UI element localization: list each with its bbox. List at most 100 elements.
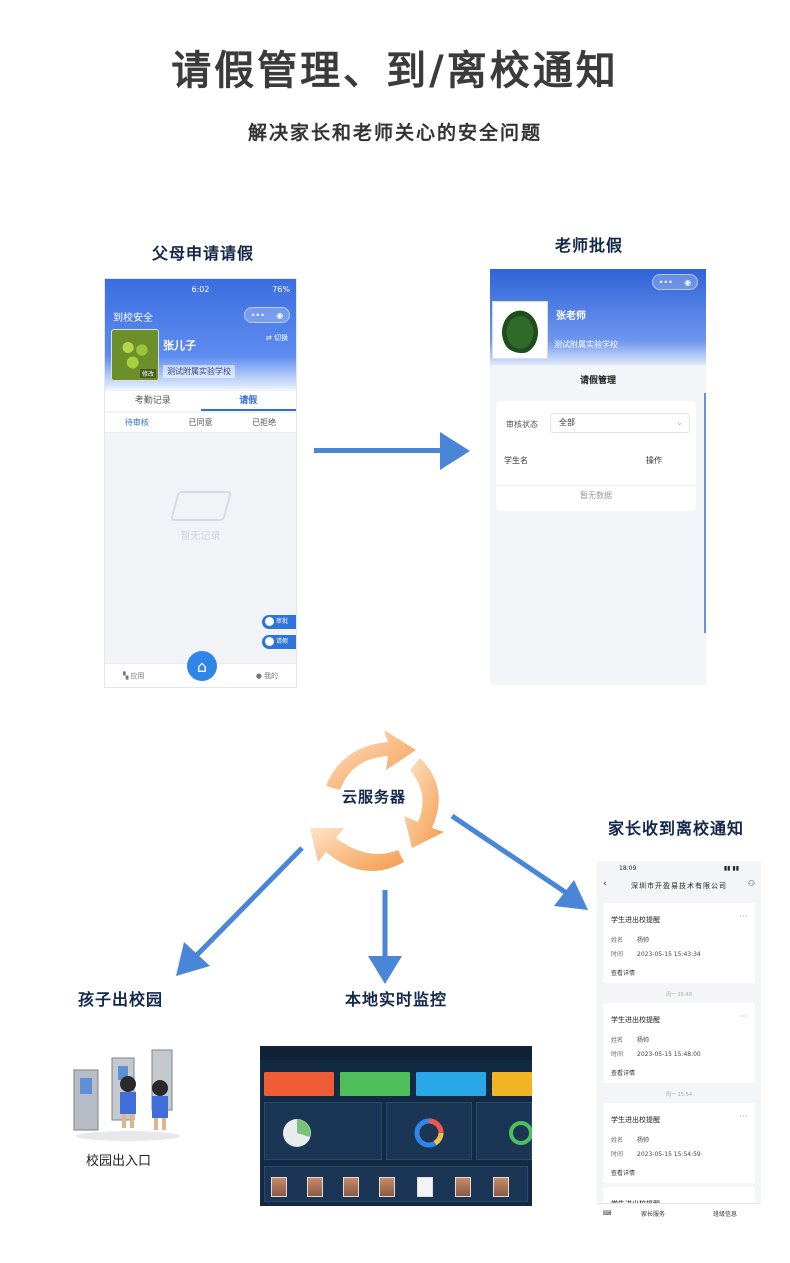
nav-mine[interactable]: ●我的 — [255, 671, 278, 680]
teacher-app-header: ••• ◉ 张老师 测试附属实验学校 — [490, 269, 706, 365]
student-avatar[interactable]: 修改 — [111, 329, 159, 381]
leaf-image — [499, 307, 541, 353]
chevron-down-icon: ⌄ — [676, 418, 683, 427]
time-separator: 周一 15:48 — [666, 992, 692, 998]
gate-label: 校园出入口 — [86, 1154, 152, 1169]
close-circle-icon[interactable]: ◉ — [276, 310, 284, 320]
pie-chart-icon — [283, 1119, 311, 1147]
filter-label: 审核状态 — [506, 420, 538, 429]
label-teacher-approve: 老师批假 — [555, 236, 624, 255]
label-parent-notified: 家长收到离校通知 — [608, 819, 745, 838]
arrow-to-teacher-head — [440, 432, 470, 470]
dashboard-topbar — [260, 1046, 532, 1060]
more-icon[interactable]: ••• — [250, 310, 265, 320]
close-circle-icon[interactable]: ◉ — [684, 277, 692, 287]
avatar-edit-tag[interactable]: 修改 — [139, 369, 156, 378]
status-time: 18:09 — [619, 865, 637, 872]
keyboard-icon[interactable]: ⌨ — [602, 1210, 612, 1217]
dashboard-face-captures — [264, 1166, 528, 1202]
mini-program-capsule[interactable]: ••• ◉ — [652, 274, 698, 290]
teacher-school: 测试附属实验学校 — [554, 340, 618, 349]
empty-text: 暂无记录 — [180, 531, 221, 542]
face-thumbnail — [455, 1177, 471, 1197]
face-thumbnail — [271, 1177, 287, 1197]
menu-parent-service[interactable]: 家长服务 — [640, 1211, 665, 1218]
main-tabs: 考勤记录 请假 — [105, 391, 296, 411]
user-icon — [265, 637, 274, 646]
status-bar: 18:09 ▮▮ ▮▮ — [597, 861, 761, 875]
time-separator: 周一 15:54 — [666, 1092, 692, 1098]
column-student: 学生名 — [504, 456, 528, 465]
leave-management-title: 请假管理 — [579, 376, 616, 386]
more-icon[interactable]: ··· — [739, 912, 747, 921]
face-thumbnail — [417, 1177, 433, 1197]
no-data-text: 暂无数据 — [496, 485, 696, 501]
subtab-rejected[interactable]: 已拒绝 — [252, 418, 277, 427]
approve-fab[interactable]: 审批 — [262, 615, 296, 629]
menu-class-info[interactable]: 班级信息 — [712, 1211, 737, 1218]
empty-state: 暂无记录 — [105, 491, 296, 542]
home-button[interactable]: ⌂ — [187, 651, 217, 681]
dashboard-tile-blue — [416, 1072, 486, 1096]
monitoring-dashboard — [260, 1046, 532, 1206]
label-child-leaves: 孩子出校园 — [78, 990, 164, 1009]
org-title: 深圳市开盈易技术有限公司 — [631, 882, 727, 890]
tab-attendance[interactable]: 考勤记录 — [134, 396, 171, 406]
back-chevron-icon[interactable]: ‹ — [603, 879, 607, 889]
view-details-link[interactable]: 查看详情 — [611, 1170, 636, 1177]
face-thumbnail — [307, 1177, 323, 1197]
page-title: 请假管理、到/离校通知 — [171, 48, 619, 94]
signal-icon: ▮▮ ▮▮ — [723, 865, 739, 872]
distribution-arrows — [176, 813, 588, 984]
status-select[interactable]: 全部⌄ — [550, 413, 690, 433]
cloud-cycle-arrows-icon — [310, 730, 444, 871]
dashboard-panel-donut — [386, 1102, 472, 1160]
status-battery: 76% — [272, 285, 290, 294]
bottom-menu: ⌨ 家长服务 班级信息 — [597, 1203, 761, 1223]
arrow-to-teacher-line — [314, 448, 442, 453]
face-thumbnail — [343, 1177, 359, 1197]
grid-icon: ▚ — [123, 671, 129, 680]
nav-apps[interactable]: ▚应用 — [123, 671, 145, 680]
dashboard-tile-red — [264, 1072, 334, 1096]
column-action: 操作 — [646, 456, 662, 465]
teacher-phone-screenshot: ••• ◉ 张老师 测试附属实验学校 请假管理 审核状态 全部⌄ 学生名 操作 暂… — [490, 269, 706, 685]
label-parent-apply: 父母申请请假 — [152, 244, 255, 263]
school-name: 测试附属实验学校 — [163, 365, 235, 378]
parent-phone-screenshot: 6:02 76% 到校安全 •••◉ 修改 张儿子 ⇄ 切换 测试附属实验学校 … — [104, 278, 297, 688]
dashboard-tile-yellow — [492, 1072, 532, 1096]
face-thumbnail — [493, 1177, 509, 1197]
more-icon[interactable]: ••• — [658, 277, 673, 287]
person-icon: ● — [255, 671, 262, 680]
donut-chart-icon — [414, 1118, 444, 1148]
notification-phone-screenshot: 18:09 ▮▮ ▮▮ ‹ 深圳市开盈易技术有限公司 ⚇ 学生进出校提醒 ···… — [597, 861, 761, 1223]
teacher-name: 张老师 — [556, 311, 586, 322]
cloud-server-label: 云服务器 — [342, 788, 407, 806]
leave-fab[interactable]: 请假 — [262, 635, 296, 649]
campus-gate-illustration — [73, 1049, 180, 1141]
more-icon[interactable]: ··· — [739, 1012, 747, 1021]
subtab-approved[interactable]: 已同意 — [188, 418, 213, 427]
switch-icon: ⇄ — [265, 334, 274, 342]
switch-button[interactable]: ⇄ 切换 — [265, 334, 288, 342]
mini-program-capsule[interactable]: ••• ◉ — [244, 307, 290, 323]
view-details-link[interactable]: 查看详情 — [611, 1070, 636, 1077]
ring-chart-icon — [509, 1121, 532, 1145]
subtab-pending[interactable]: 待审核 — [124, 418, 149, 427]
arrow-to-monitor-head — [368, 956, 402, 984]
more-icon[interactable]: ··· — [739, 1112, 747, 1121]
user-icon — [265, 617, 274, 626]
scrollbar[interactable] — [704, 393, 706, 633]
dashboard-panel-pie — [264, 1102, 382, 1160]
empty-box-icon — [169, 491, 232, 521]
arrow-to-parent-head — [554, 880, 588, 910]
user-icon[interactable]: ⚇ — [747, 879, 755, 888]
app-name: 到校安全 — [113, 313, 153, 324]
dashboard-panel-ring — [476, 1102, 532, 1160]
face-thumbnail — [379, 1177, 395, 1197]
tab-leave[interactable]: 请假 — [200, 391, 296, 411]
view-details-link[interactable]: 查看详情 — [611, 970, 636, 977]
